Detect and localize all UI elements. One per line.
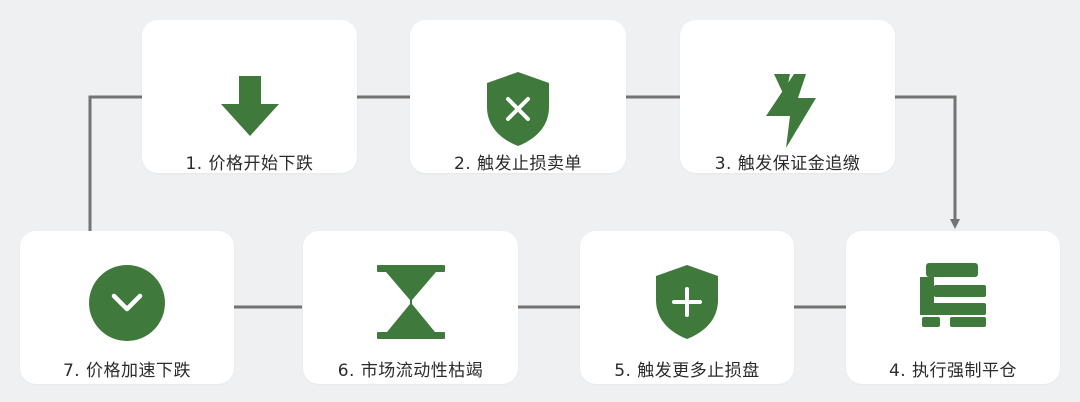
step-card-1: 1. 价格开始下跌 [142, 20, 357, 174]
step-label-4: 4. 执行强制平仓 [888, 361, 1018, 381]
gavel-icon [916, 263, 990, 333]
step-card-3: 3. 触发保证金追缴 [680, 20, 895, 174]
arrow-7-to-1 [88, 92, 153, 233]
down-arrow-icon [219, 70, 281, 144]
step-label-2: 2. 触发止损卖单 [453, 154, 583, 174]
step-label-6: 6. 市场流动性枯竭 [337, 361, 484, 381]
step-card-4: 4. 执行强制平仓 [846, 231, 1060, 384]
step-card-6: 6. 市场流动性枯竭 [303, 231, 518, 384]
shield-x-icon [483, 70, 553, 152]
lightning-icon [758, 70, 818, 154]
step-label-7: 7. 价格加速下跌 [62, 361, 192, 381]
chevron-down-circle-icon [87, 263, 167, 347]
step-card-5: 5. 触发更多止损盘 [580, 231, 794, 384]
step-label-1: 1. 价格开始下跌 [185, 154, 314, 174]
step-label-5: 5. 触发更多止损盘 [614, 361, 760, 381]
step-label-3: 3. 触发保证金追缴 [714, 154, 861, 174]
step-card-7: 7. 价格加速下跌 [20, 231, 234, 384]
arrow-3-to-4 [893, 95, 960, 229]
hourglass-icon [375, 263, 447, 345]
step-card-2: 2. 触发止损卖单 [410, 20, 626, 174]
shield-plus-icon [652, 263, 722, 345]
